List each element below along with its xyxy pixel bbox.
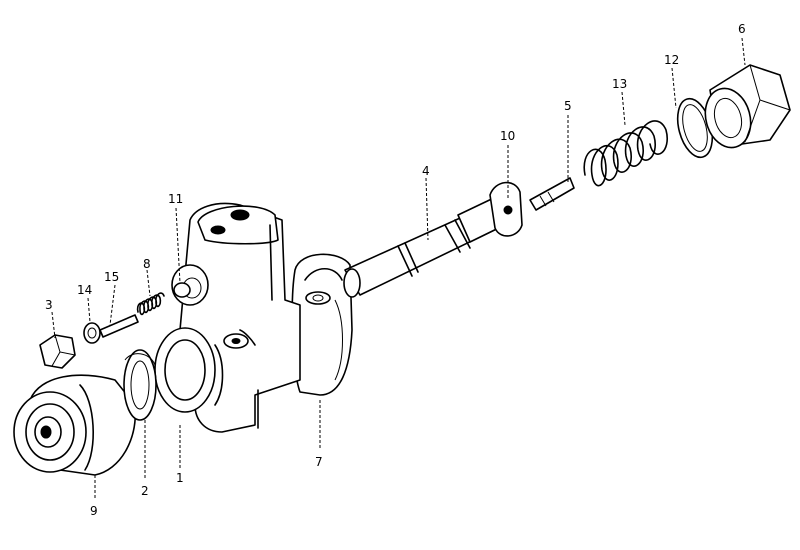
leader-lines: [51, 37, 746, 500]
part-9-front-cover: [13, 374, 137, 476]
part-12-ring: [676, 97, 714, 159]
part-15-bolt: [99, 314, 139, 338]
callout-12: 12: [664, 53, 679, 67]
part-2-seal: [123, 349, 157, 421]
callout-11: 11: [168, 192, 183, 206]
callout-labels: 1 2 3 4 5 6 7 8 9 10 11 12 13 14 15: [45, 22, 746, 518]
part-3-hex-plug: [39, 334, 76, 369]
callout-8: 8: [143, 257, 151, 271]
part-4-shaft: [343, 194, 517, 298]
callout-15: 15: [104, 270, 119, 284]
callout-4: 4: [422, 164, 430, 178]
part-11-ball: [173, 282, 191, 298]
callout-7: 7: [315, 455, 323, 469]
callout-13: 13: [612, 77, 627, 91]
callout-6: 6: [738, 22, 746, 36]
callout-5: 5: [564, 99, 572, 113]
part-10-end-cap: [489, 181, 523, 237]
part-1-main-housing: [154, 202, 301, 433]
part-14-washer: [83, 322, 101, 344]
callout-9: 9: [90, 504, 98, 518]
part-13-spring: [583, 120, 668, 187]
callout-3: 3: [45, 298, 53, 312]
callout-14: 14: [77, 283, 92, 297]
callout-2: 2: [141, 484, 149, 498]
callout-10: 10: [500, 129, 515, 143]
part-5-pin: [529, 177, 575, 211]
part-8-small-spring: [136, 292, 165, 316]
part-6-hex-nut: [704, 64, 791, 149]
part-7-flange-housing: [291, 253, 353, 396]
callout-1: 1: [176, 471, 184, 485]
